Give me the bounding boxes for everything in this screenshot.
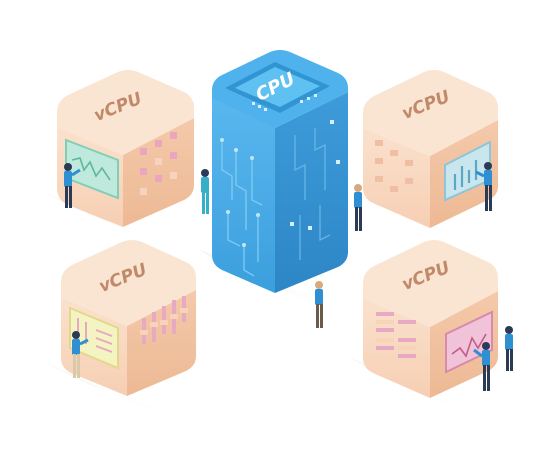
person-bottom-right-1 xyxy=(473,342,490,391)
person-cpu-right xyxy=(354,184,362,231)
person-bottom-right-2 xyxy=(505,326,513,371)
person-bottom-left xyxy=(72,331,89,378)
screen-wave-bottom-right xyxy=(445,310,493,374)
vcpu-box-bottom-left: vCPU xyxy=(61,240,196,396)
person-cpu-bottom xyxy=(315,281,323,328)
person-top-right xyxy=(475,162,492,211)
screen-doc-bottom-left xyxy=(69,306,119,370)
person-top-left xyxy=(64,163,81,208)
vcpu-box-bottom-right: vCPU xyxy=(363,240,498,398)
vcpu-box-top-right: vCPU xyxy=(363,70,498,228)
person-cpu-left xyxy=(201,169,209,214)
vcpu-box-top-left: vCPU xyxy=(57,70,194,227)
cpu-tower: CPU xyxy=(212,50,348,293)
